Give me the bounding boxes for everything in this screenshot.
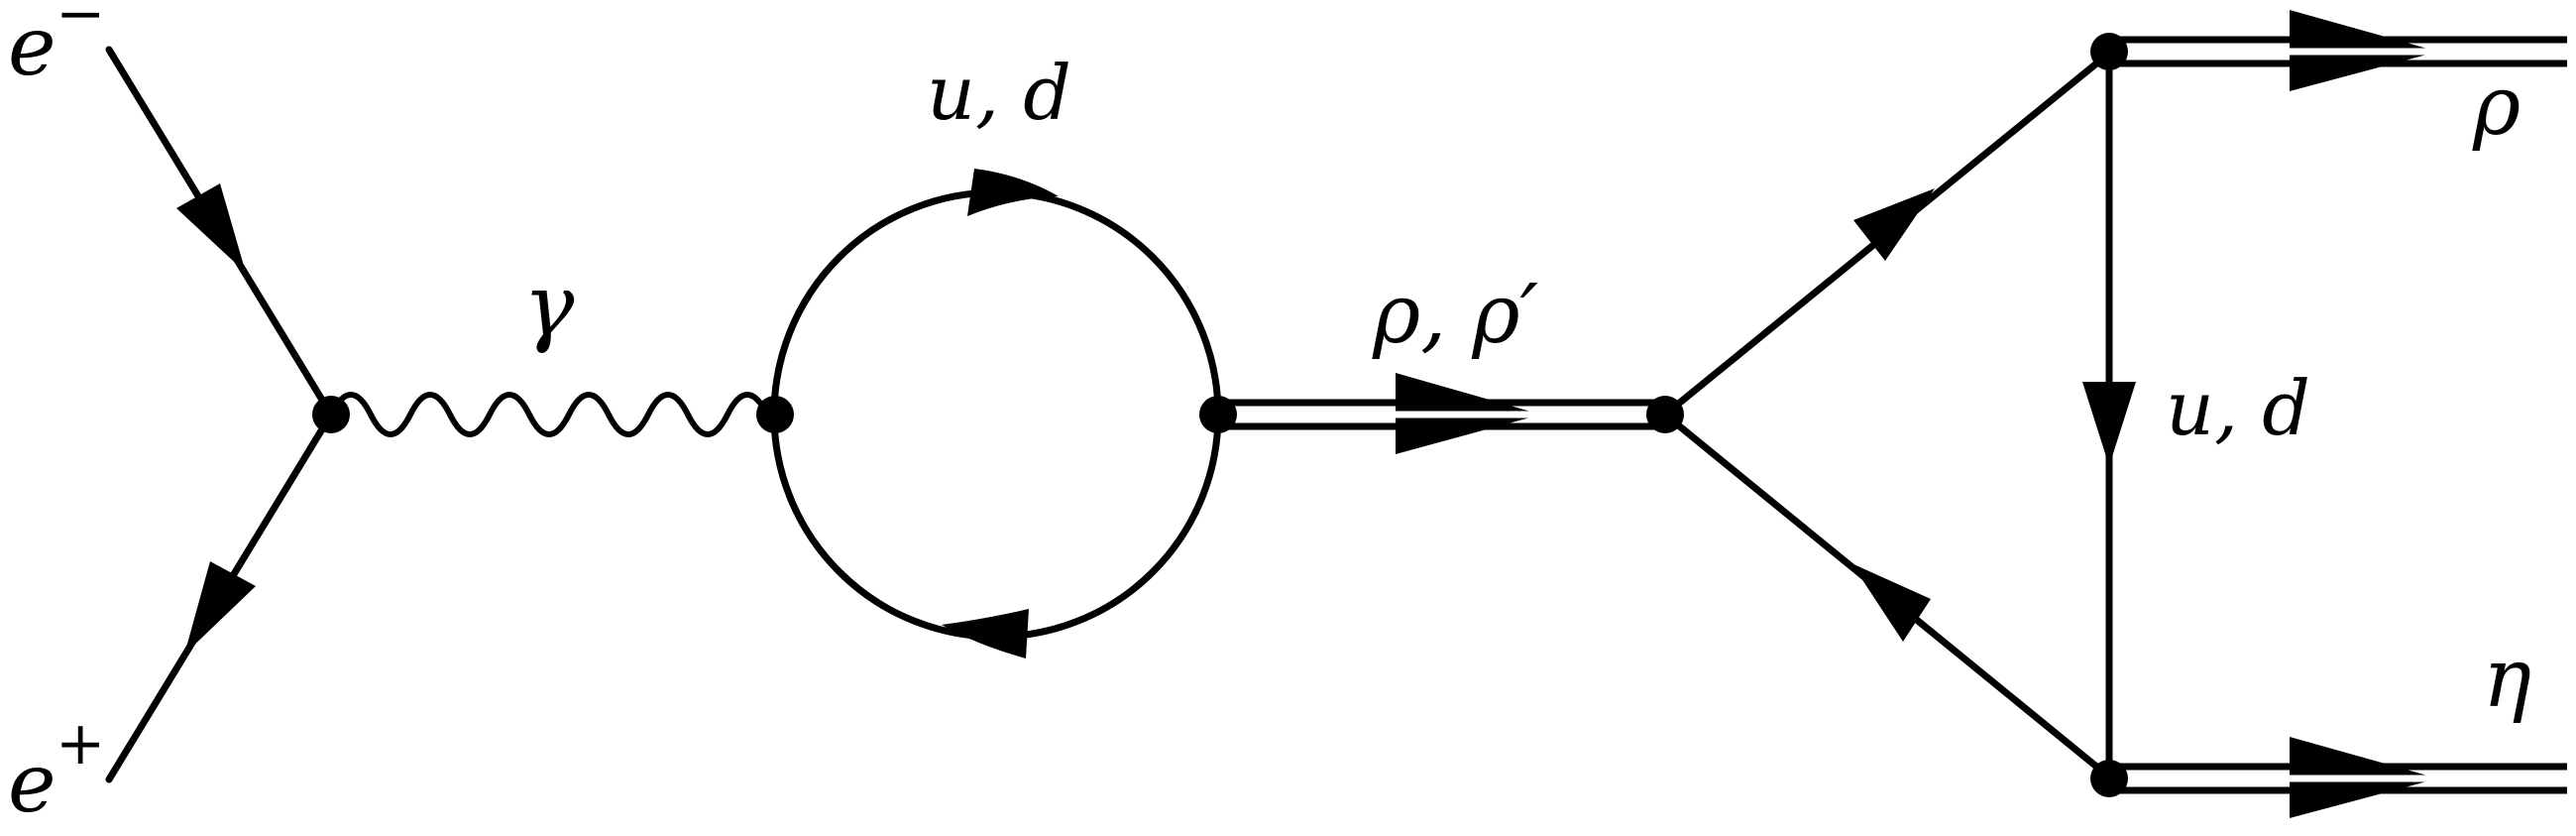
vertex-triangle-left xyxy=(1646,396,1684,433)
positron-arrow xyxy=(184,561,256,655)
loop-quark-label: u, d xyxy=(927,49,1071,137)
triangle-lower-arrow xyxy=(1851,563,1931,642)
positron-charge-label: + xyxy=(56,709,105,778)
vertex-loop-out xyxy=(1199,396,1237,433)
electron-arrow xyxy=(176,183,246,273)
electron-label: e xyxy=(8,0,56,94)
photon-line xyxy=(328,392,773,437)
eta-out-label: η xyxy=(2483,632,2531,726)
rho-intermediate-line xyxy=(1217,373,1665,454)
loop-top-arrow xyxy=(967,169,1059,216)
quark-loop xyxy=(770,169,1222,658)
rho-out-line xyxy=(2109,10,2567,91)
rho-out-label: ρ xyxy=(2472,60,2520,154)
electron-charge-label: − xyxy=(56,0,105,49)
triangle-quark-label: u, d xyxy=(2166,364,2310,452)
triangle-right-quark xyxy=(2082,52,2136,778)
vertex-triangle-top xyxy=(2090,33,2128,70)
positron-line xyxy=(105,411,335,783)
electron-line xyxy=(105,46,335,418)
triangle-upper-quark xyxy=(1661,48,2115,418)
triangle-lower-quark xyxy=(1661,411,2115,782)
triangle-upper-arrow xyxy=(1853,188,1935,261)
vertex-loop-in xyxy=(756,396,794,433)
vertex-annihilation xyxy=(312,396,350,433)
photon-label: γ xyxy=(523,257,575,356)
triangle-right-arrow xyxy=(2082,382,2136,466)
loop-bottom-arrow xyxy=(942,609,1029,658)
positron-label: e xyxy=(8,737,56,831)
vertex-triangle-bottom xyxy=(2090,760,2128,797)
eta-out-line xyxy=(2109,737,2567,818)
intermediate-meson-label: ρ, ρ′ xyxy=(1372,268,1539,362)
